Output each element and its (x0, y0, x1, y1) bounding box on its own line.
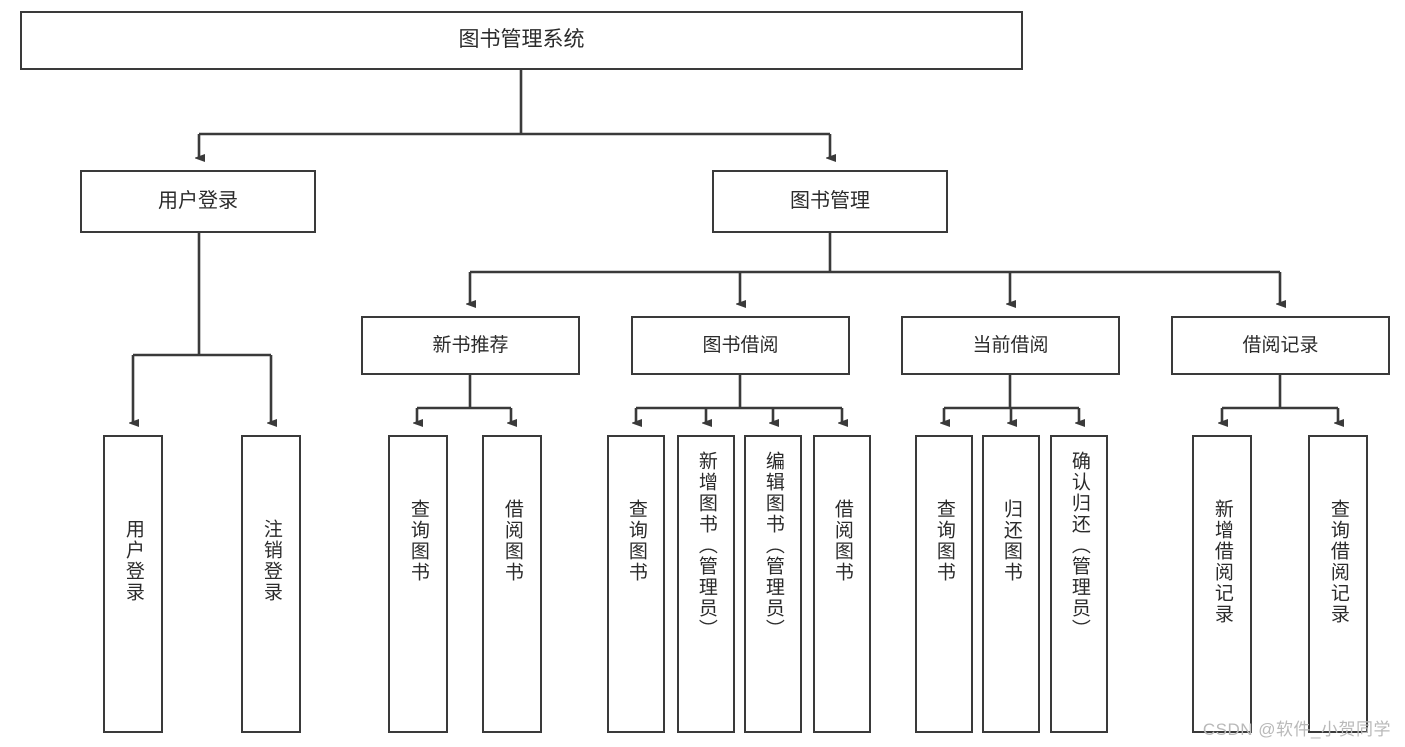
node-label: 借阅图书 (501, 499, 523, 583)
node-label: 新增图书（管理员） (695, 451, 717, 640)
node-user-login[interactable]: 用户登录 (80, 170, 316, 233)
node-current-borrow[interactable]: 当前借阅 (901, 316, 1120, 375)
leaf-current-confirm-return-admin[interactable]: 确认归还（管理员） (1050, 435, 1108, 733)
leaf-recommend-borrow-book[interactable]: 借阅图书 (482, 435, 542, 733)
node-label: 借阅图书 (831, 499, 853, 583)
node-label: 当前借阅 (972, 334, 1049, 356)
node-label: 确认归还（管理员） (1068, 451, 1090, 640)
leaf-recommend-query-book[interactable]: 查询图书 (388, 435, 448, 733)
node-new-book-recommend[interactable]: 新书推荐 (361, 316, 580, 375)
leaf-user-login[interactable]: 用户登录 (103, 435, 163, 733)
node-label: 查询图书 (933, 499, 955, 583)
leaf-borrow-edit-book-admin[interactable]: 编辑图书（管理员） (744, 435, 802, 733)
node-label: 图书借阅 (702, 334, 779, 356)
leaf-record-add-borrow-record[interactable]: 新增借阅记录 (1192, 435, 1252, 733)
node-label: 用户登录 (158, 190, 238, 212)
node-root-system[interactable]: 图书管理系统 (20, 11, 1023, 70)
node-label: 新书推荐 (432, 334, 509, 356)
node-label: 图书管理系统 (458, 28, 585, 52)
node-borrow-record[interactable]: 借阅记录 (1171, 316, 1390, 375)
leaf-borrow-borrow-book[interactable]: 借阅图书 (813, 435, 871, 733)
leaf-borrow-add-book-admin[interactable]: 新增图书（管理员） (677, 435, 735, 733)
node-label: 查询借阅记录 (1327, 499, 1349, 625)
node-label: 借阅记录 (1242, 334, 1319, 356)
node-label: 用户登录 (122, 519, 144, 603)
leaf-borrow-query-book[interactable]: 查询图书 (607, 435, 665, 733)
node-label: 编辑图书（管理员） (762, 451, 784, 640)
node-label: 图书管理 (790, 190, 870, 212)
node-label: 查询图书 (625, 499, 647, 583)
node-label: 查询图书 (407, 499, 429, 583)
node-book-management[interactable]: 图书管理 (712, 170, 948, 233)
leaf-current-query-book[interactable]: 查询图书 (915, 435, 973, 733)
node-book-borrow[interactable]: 图书借阅 (631, 316, 850, 375)
node-label: 注销登录 (260, 519, 282, 603)
node-label: 新增借阅记录 (1211, 499, 1233, 625)
leaf-current-return-book[interactable]: 归还图书 (982, 435, 1040, 733)
leaf-record-query-borrow-record[interactable]: 查询借阅记录 (1308, 435, 1368, 733)
leaf-user-logout[interactable]: 注销登录 (241, 435, 301, 733)
node-label: 归还图书 (1000, 499, 1022, 583)
